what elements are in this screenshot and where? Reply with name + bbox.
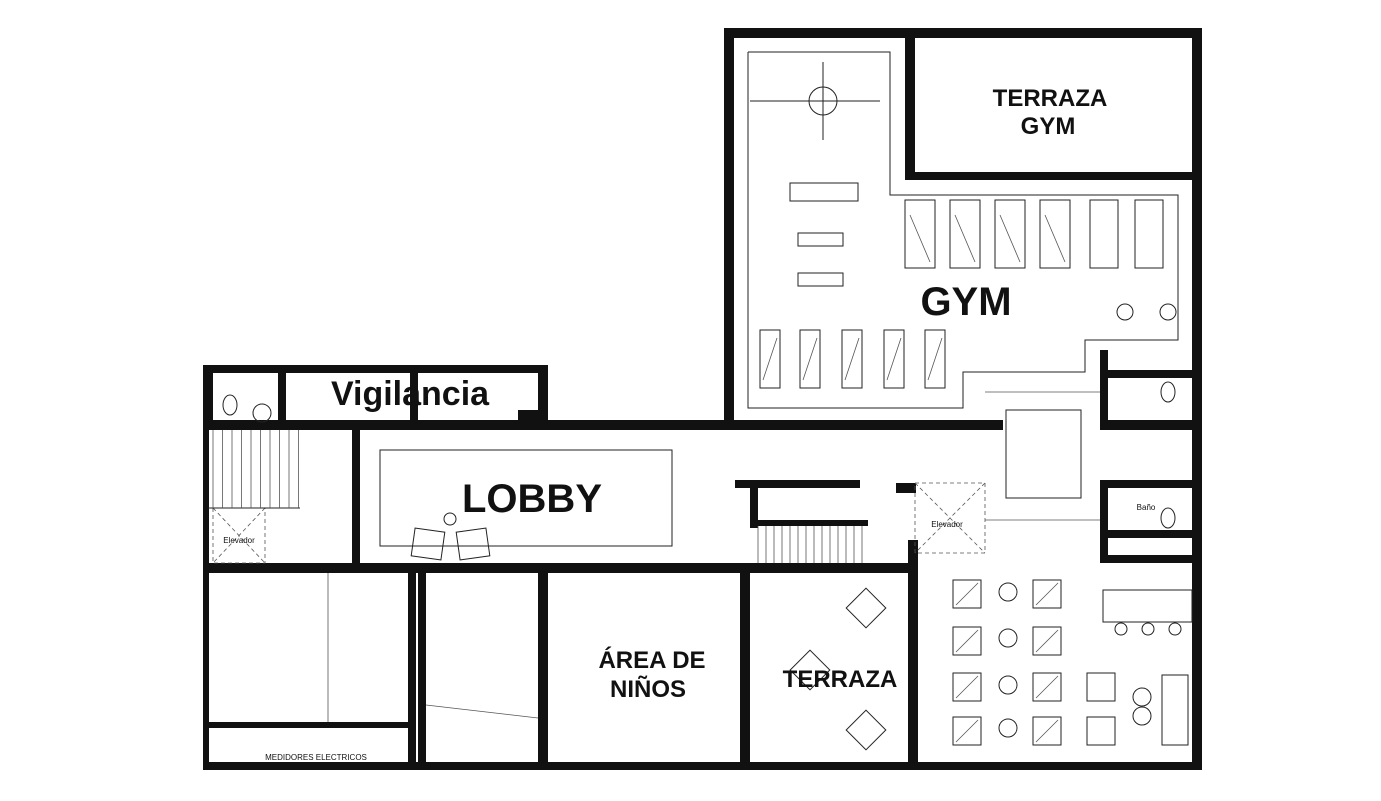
bench-line	[886, 337, 902, 381]
treadmill-line	[954, 214, 976, 263]
room-labels: TERRAZA GYM GYM Vigilancia LOBBY Elevado…	[223, 85, 1156, 762]
chair-line	[955, 719, 979, 743]
chair	[1032, 672, 1062, 702]
toilet	[1160, 507, 1176, 529]
treadmill	[949, 199, 981, 269]
armchair	[455, 527, 491, 561]
bench	[799, 329, 821, 389]
chair	[1086, 716, 1116, 746]
treadmill	[1039, 199, 1071, 269]
bar-stool	[1141, 622, 1155, 636]
label-elevador-center: Elevador	[931, 520, 963, 529]
chair	[1032, 716, 1062, 746]
bike	[1116, 303, 1134, 321]
label-elevador-left: Elevador	[223, 536, 255, 545]
armchair	[410, 527, 446, 561]
toilet	[222, 394, 238, 416]
bike	[1159, 303, 1177, 321]
bench	[924, 329, 946, 389]
bench-line	[844, 337, 860, 381]
walls	[203, 28, 1202, 770]
chair-line	[1035, 629, 1059, 653]
bench	[841, 329, 863, 389]
bench	[759, 329, 781, 389]
chair-line	[955, 582, 979, 606]
bench-line	[762, 337, 778, 381]
cafe-table	[998, 718, 1018, 738]
bench-line	[927, 337, 943, 381]
interior-lines	[208, 51, 1193, 746]
table	[845, 709, 887, 751]
weight-bench	[797, 232, 844, 247]
chair-line	[1035, 582, 1059, 606]
label-terraza: TERRAZA	[783, 666, 898, 693]
stairs	[212, 430, 863, 563]
chair-line	[955, 675, 979, 699]
furniture	[222, 62, 1182, 751]
treadmill-line	[999, 214, 1021, 263]
sink	[252, 403, 272, 423]
chair-line	[1035, 675, 1059, 699]
chair	[1032, 579, 1062, 609]
chair	[1086, 672, 1116, 702]
label-medidores: MEDIDORES ELECTRICOS	[265, 753, 367, 762]
label-gym: GYM	[920, 280, 1011, 324]
chair-line	[955, 629, 979, 653]
label-bano: Baño	[1137, 503, 1156, 512]
treadmill-line	[909, 214, 931, 263]
bench-line	[802, 337, 818, 381]
bench-press	[789, 182, 859, 202]
label-terraza-gym: TERRAZA	[993, 85, 1108, 112]
label-area-ninos-2: NIÑOS	[610, 675, 686, 703]
cafe-table	[1132, 687, 1152, 707]
chair	[1032, 626, 1062, 656]
cafe-table	[998, 675, 1018, 695]
treadmill-line	[1044, 214, 1066, 263]
chair-line	[1035, 719, 1059, 743]
treadmill	[904, 199, 936, 269]
chair	[952, 716, 982, 746]
cafe-table	[1132, 706, 1152, 726]
cafe-table	[998, 582, 1018, 602]
cafe-table	[998, 628, 1018, 648]
bench	[883, 329, 905, 389]
chair	[952, 579, 982, 609]
bar-stool	[1168, 622, 1182, 636]
table	[845, 587, 887, 629]
label-area-ninos: ÁREA DE	[598, 646, 705, 674]
table	[789, 649, 831, 691]
label-lobby: LOBBY	[462, 477, 602, 521]
weight-bench	[797, 272, 844, 287]
bar-stool	[1114, 622, 1128, 636]
label-vigilancia: Vigilancia	[331, 375, 490, 413]
chair	[952, 672, 982, 702]
elliptical	[1134, 199, 1164, 269]
chair	[952, 626, 982, 656]
side-table	[443, 512, 457, 526]
elliptical	[1089, 199, 1119, 269]
toilet	[1160, 381, 1176, 403]
label-terraza-gym-2: GYM	[1021, 113, 1076, 140]
treadmill	[994, 199, 1026, 269]
